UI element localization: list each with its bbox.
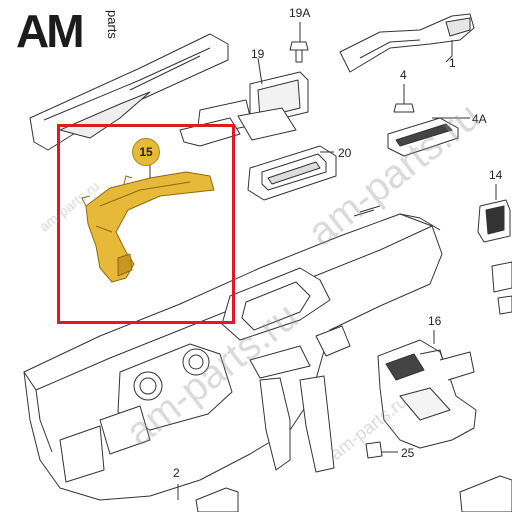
callout-14[interactable]: 14: [489, 168, 503, 182]
highlight-frame: [57, 124, 235, 324]
callout-19[interactable]: 19: [251, 47, 265, 61]
leader-lines: [149, 22, 497, 500]
callout-1[interactable]: 1: [449, 56, 456, 70]
callout-16[interactable]: 16: [428, 314, 442, 328]
callout-20[interactable]: 20: [338, 146, 352, 160]
part-14-module: [477, 199, 512, 315]
dashboard-body: [23, 205, 443, 501]
brand-logo-suffix: parts: [105, 10, 120, 39]
part-16-air-duct: [377, 339, 477, 449]
callout-2[interactable]: 2: [173, 466, 180, 480]
lower-right-trim: [459, 475, 512, 512]
callout-19a[interactable]: 19A: [289, 6, 311, 20]
callout-25[interactable]: 25: [401, 446, 415, 460]
part-2-duct: [195, 487, 239, 512]
part-4a-vent: [387, 117, 459, 157]
part-15-highlighted: [81, 171, 215, 283]
brand-logo: AM: [16, 5, 85, 57]
part-1-trim: [339, 13, 475, 73]
part-4-clip: [393, 103, 415, 113]
part-19a-clip: [289, 41, 309, 63]
callout-4[interactable]: 4: [400, 68, 407, 82]
part-20-bezel: [247, 145, 337, 201]
callout-4a[interactable]: 4A: [472, 112, 487, 126]
callout-15-badge[interactable]: 15: [132, 138, 160, 166]
part-25-cap: [365, 441, 383, 459]
